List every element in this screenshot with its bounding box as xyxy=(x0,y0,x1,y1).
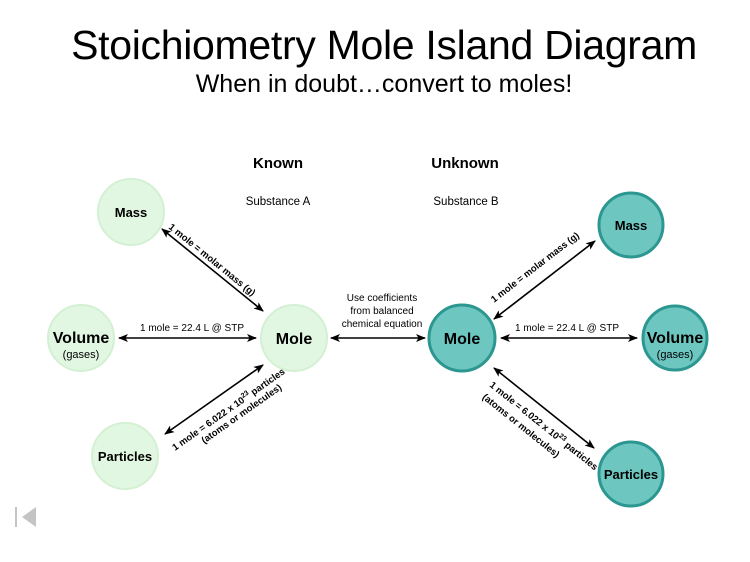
mole-to-mole-line2: from balanced xyxy=(350,306,413,317)
known-heading: Known xyxy=(253,155,303,172)
unknown-particles-label: Particles xyxy=(604,467,658,482)
unknown-mass-mole-label: 1 mole = molar mass (g) xyxy=(489,230,582,305)
known-volume-circle xyxy=(47,304,115,372)
known-volume-label: Volume xyxy=(53,330,110,347)
previous-slide-button[interactable] xyxy=(14,506,40,528)
unknown-mass-label: Mass xyxy=(615,218,648,233)
known-mole-label: Mole xyxy=(276,331,313,348)
unknown-particles-mole-label: 1 mole = 6.022 x 1023 particles (atoms o… xyxy=(480,379,600,473)
known-mass-node: Mass xyxy=(97,178,165,246)
unknown-particles-node: Particles xyxy=(597,440,665,508)
unknown-particles-circle xyxy=(597,440,665,508)
page-subtitle: When in doubt…convert to moles! xyxy=(195,70,573,98)
unknown-volume-circle xyxy=(641,304,709,372)
unknown-volume-sublabel: (gases) xyxy=(657,349,694,361)
page-title: Stoichiometry Mole Island Diagram xyxy=(71,22,697,68)
known-volume-node: Volume (gases) xyxy=(47,304,115,372)
known-substance: Substance A xyxy=(246,196,311,208)
known-particles-mole-line1: 1 mole = 6.022 x 1023 particles xyxy=(170,366,288,454)
mole-to-mole-line1: Use coefficients xyxy=(347,293,417,304)
unknown-mass-node: Mass xyxy=(597,191,665,259)
unknown-mass-circle xyxy=(597,191,665,259)
unknown-heading: Unknown xyxy=(431,155,499,172)
known-mass-label: Mass xyxy=(115,205,148,220)
unknown-volume-label: Volume xyxy=(647,330,704,347)
unknown-mole-node: Mole xyxy=(427,303,497,373)
known-particles-node: Particles xyxy=(91,422,159,490)
known-particles-mole-label: 1 mole = 6.022 x 1023 particles (atoms o… xyxy=(170,366,288,454)
known-mole-node: Mole xyxy=(260,304,328,372)
unknown-mass-mole-arrow xyxy=(493,240,596,320)
known-mass-circle xyxy=(97,178,165,246)
unknown-volume-mole-label: 1 mole = 22.4 L @ STP xyxy=(515,323,619,334)
unknown-mole-label: Mole xyxy=(444,331,481,348)
known-mole-circle xyxy=(260,304,328,372)
unknown-particles-mole-line1: 1 mole = 6.022 x 1023 particles xyxy=(487,379,600,473)
known-particles-mole-arrow xyxy=(164,364,264,435)
mole-to-mole-line3: chemical equation xyxy=(342,319,423,330)
known-volume-sublabel: (gases) xyxy=(63,349,100,361)
previous-slide-icon xyxy=(15,507,36,527)
unknown-particles-mole-arrow xyxy=(493,367,595,449)
unknown-volume-node: Volume (gases) xyxy=(641,304,709,372)
unknown-substance: Substance B xyxy=(433,196,499,208)
known-particles-circle xyxy=(91,422,159,490)
known-mass-mole-label: 1 mole = molar mass (g) xyxy=(166,222,257,299)
known-volume-mole-label: 1 mole = 22.4 L @ STP xyxy=(140,323,244,334)
unknown-mole-circle xyxy=(427,303,497,373)
known-mass-mole-arrow xyxy=(161,228,264,312)
known-particles-label: Particles xyxy=(98,449,152,464)
